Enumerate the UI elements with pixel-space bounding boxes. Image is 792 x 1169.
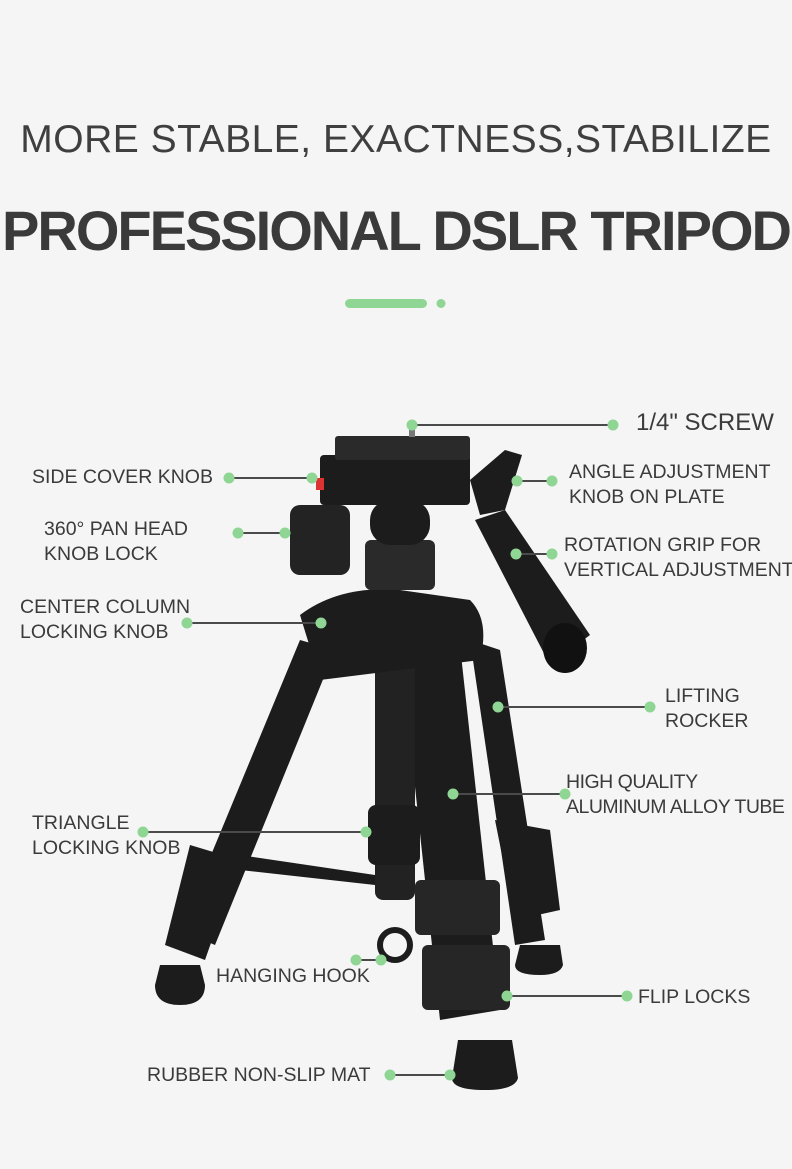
label-screw: 1/4" SCREW (636, 409, 774, 436)
accent-bar (345, 299, 427, 308)
apex (300, 589, 484, 680)
label-side-cover-knob: SIDE COVER KNOB (32, 466, 213, 488)
head-body (320, 455, 470, 505)
left-foot (155, 965, 205, 1005)
subtitle: MORE STABLE, EXACTNESS,STABILIZE (20, 118, 772, 161)
right-leg-lock (495, 820, 560, 920)
triangle-knob (368, 805, 420, 865)
side-knob (316, 478, 324, 490)
front-foot (452, 1040, 518, 1090)
angle-knob (470, 450, 522, 515)
pan-base (370, 500, 430, 545)
label-flip-locks: FLIP LOCKS (638, 986, 751, 1008)
screw (409, 425, 415, 437)
pan-knob (290, 505, 350, 575)
page-title: PROFESSIONAL DSLR TRIPOD (2, 199, 792, 262)
label-hanging-hook: HANGING HOOK (216, 965, 370, 987)
handle-end (543, 623, 587, 673)
flip-lock-lower (422, 945, 510, 1010)
right-foot (515, 945, 563, 975)
quick-plate (335, 436, 470, 460)
accent-dot (436, 299, 446, 308)
left-leg-lock (165, 845, 240, 960)
spreader (240, 855, 375, 885)
flip-lock-upper (415, 880, 500, 935)
callout-lines (143, 424, 650, 1076)
hook (377, 927, 413, 963)
label-rubber-mat: RUBBER NON-SLIP MAT (147, 1064, 371, 1086)
tripod-body (155, 425, 590, 1090)
head-neck (365, 540, 435, 590)
callout-dots (137, 419, 656, 1081)
